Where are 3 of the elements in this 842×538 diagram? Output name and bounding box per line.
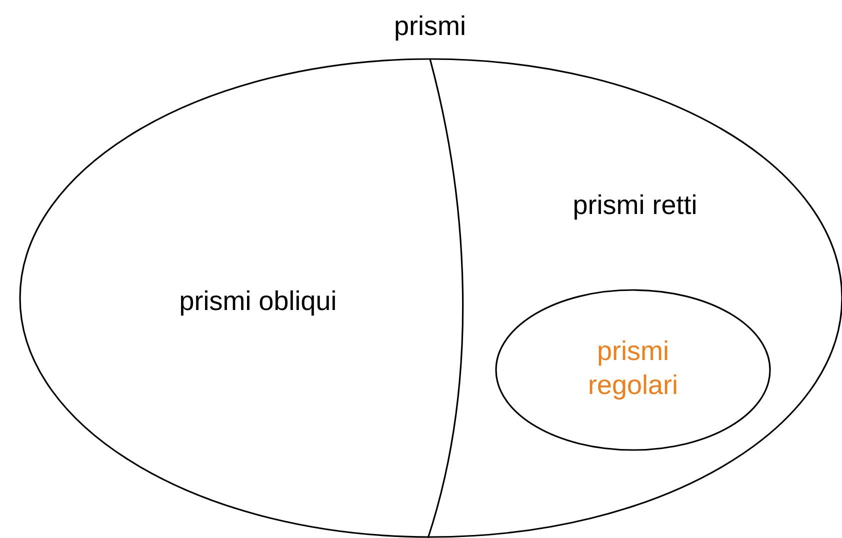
node-label: prismi <box>396 15 464 41</box>
region-label: prismi obliqui <box>180 290 335 316</box>
region-label: prismi retti <box>574 194 696 220</box>
